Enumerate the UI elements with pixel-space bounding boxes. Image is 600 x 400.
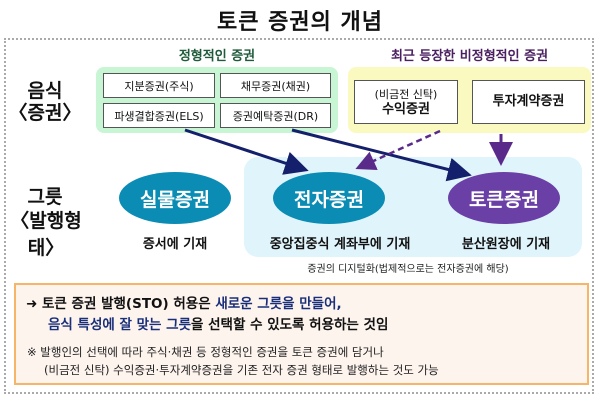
summary-line-2: 음식 특성에 잘 맞는 그릇을 선택할 수 있도록 허용하는 것임	[48, 313, 388, 333]
formal-header: 정형적인 증권	[178, 49, 256, 64]
diagram-title: 토큰 증권의 개념	[217, 10, 383, 35]
physical-securities-ellipse: 실물증권	[119, 172, 231, 224]
summary-line-1: ➜ 토큰 증권 발행(STO) 허용은 새로운 그릇을 만들어,	[26, 292, 342, 312]
informal-item-note: (비금전 신탁)	[374, 88, 438, 101]
summary-box	[14, 283, 589, 385]
formal-item: 지분증권(주식)	[103, 73, 215, 98]
arrow-formal-to-token	[291, 128, 472, 182]
arrow-right-icon: ➜	[26, 296, 38, 312]
summary-highlight: 음식 특성에 잘 맞는 그릇	[48, 317, 191, 333]
digitalization-note: 증권의 디지털화(법제적으로는 전자증권에 해당)	[307, 264, 509, 275]
content-label: 음식	[27, 80, 63, 102]
formal-item: 증권예탁증권(DR)	[220, 103, 331, 128]
summary-text: 을 선택할 수 있도록 허용하는 것임	[191, 317, 389, 333]
container-label: 그릇	[27, 186, 63, 208]
container-sub-label: 〈발행형태〉	[10, 210, 82, 259]
formal-item: 파생결합증권(ELS)	[103, 103, 215, 128]
informal-header: 최근 등장한 비정형적인 증권	[390, 49, 549, 64]
summary-text: 토큰 증권 발행(STO) 허용은	[42, 296, 216, 312]
arrow-informal-to-electronic-dashed	[355, 129, 441, 170]
informal-item-beneficiary: (비금전 신탁) 수익증권	[354, 80, 458, 124]
content-sub-label: 〈증권〉	[8, 102, 82, 124]
token-caption: 분산원장에 기재	[461, 237, 551, 252]
informal-item-label: 수익증권	[382, 102, 430, 117]
token-securities-ellipse: 토큰증권	[448, 172, 560, 224]
outer-frame	[4, 38, 594, 394]
arrow-formal-to-electronic	[184, 128, 309, 175]
physical-caption: 증서에 기재	[142, 237, 208, 252]
informal-item-investment-contract: 투자계약증권	[472, 80, 585, 124]
summary-highlight: 새로운 그릇을 만들어,	[215, 296, 342, 312]
electronic-securities-ellipse: 전자증권	[273, 172, 385, 224]
formal-item: 채무증권(채권)	[220, 73, 331, 98]
summary-note-1: ※ 발행인의 선택에 따라 주식·채권 등 정형적인 증권을 토큰 증권에 담거…	[27, 345, 384, 359]
summary-note-2: (비금전 신탁) 수익증권·투자계약증권을 기존 전자 증권 형태로 발행하는 …	[44, 363, 439, 377]
electronic-caption: 중앙집중식 계좌부에 기재	[269, 237, 411, 252]
